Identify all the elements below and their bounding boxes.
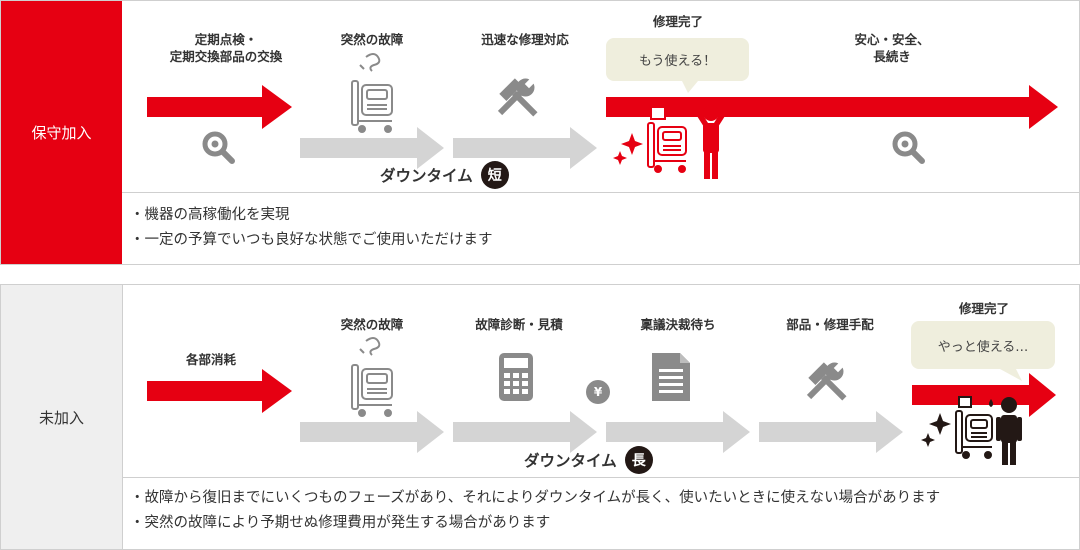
step-approval-label: 稟議決裁待ち <box>640 317 716 332</box>
downtime-arrow-1 <box>300 127 444 169</box>
calculator-icon <box>499 353 533 401</box>
step-repair-done-label: 修理完了 <box>958 301 1010 316</box>
tools-icon <box>497 76 538 117</box>
risk-notes: ・故障から復旧までにいくつものフェーズがあり、それによりダウンタイムが長く、使い… <box>122 477 1079 549</box>
document-icon <box>652 353 690 401</box>
repaired-machine-icon <box>955 396 993 459</box>
downtime-arrow-4 <box>759 411 903 453</box>
note-item: ・一定の予算でいつも良好な状態でご使用いただけます <box>130 232 493 248</box>
label-line: 安心・安全、 <box>854 32 930 47</box>
bubble-pointer <box>682 81 698 93</box>
label-line: 定期交換部品の交換 <box>169 49 283 64</box>
downtime-arrow-2 <box>453 411 597 453</box>
long-red-arrow <box>606 85 1058 129</box>
note-item: ・故障から復旧までにいくつものフェーズがあり、それによりダウンタイムが長く、使い… <box>130 490 941 506</box>
downtime-arrow-1 <box>300 411 444 453</box>
maintenance-plan-panel: 保守加入 <box>0 0 1080 265</box>
timeline-graphics <box>147 53 1058 179</box>
magnifier-icon <box>202 131 235 164</box>
step-quick-repair-label: 迅速な修理対応 <box>481 32 569 47</box>
step-diagnosis-label: 故障診断・見積 <box>475 317 563 332</box>
step-failure-label: 突然の故障 <box>340 317 404 332</box>
downtime-badge: 長 <box>624 446 653 474</box>
downtime-arrow-2 <box>453 127 597 169</box>
magnifier-icon <box>892 131 925 164</box>
downtime-label: ダウンタイム <box>524 452 617 470</box>
yen-icon: ¥ <box>586 380 610 404</box>
benefit-notes: ・機器の高稼働化を実現 ・一定の予算でいつも良好な状態でご使用いただけます <box>122 192 1079 264</box>
bubble-pointer <box>1000 369 1022 381</box>
end-red-arrow <box>912 373 1056 417</box>
step-repair-done-label: 修理完了 <box>652 14 704 29</box>
step-failure-label: 突然の故障 <box>340 32 404 47</box>
repaired-machine-icon <box>647 106 687 173</box>
step-inspection-label: 定期点検・ 定期交換部品の交換 <box>170 31 283 65</box>
tools-icon <box>806 360 847 401</box>
label-line: 定期点検・ <box>194 32 258 47</box>
timeline-graphics <box>147 337 1056 465</box>
step-parts-label: 部品・修理手配 <box>786 317 874 332</box>
step-peace-label: 安心・安全、 長続き <box>854 31 929 65</box>
sparkle-icon <box>613 151 627 165</box>
sparkle-icon <box>921 433 935 447</box>
downtime-indicator: ダウンタイム 長 <box>524 446 653 474</box>
timeline-diagram: 定期点検・ 定期交換部品の交換 突然の故障 迅速な修理対応 修理完了 安心・安全… <box>122 1 1079 194</box>
note-item: ・突然の故障により予期せぬ修理費用が発生する場合があります <box>130 515 551 531</box>
plan-label: 保守加入 <box>1 1 122 264</box>
downtime-indicator: ダウンタイム 短 <box>380 161 509 189</box>
broken-machine-icon <box>351 53 393 133</box>
plan-label: 未加入 <box>1 285 123 549</box>
no-plan-panel: 未加入 <box>0 284 1080 550</box>
step-wear-label: 各部消耗 <box>185 352 237 367</box>
downtime-label: ダウンタイム <box>380 167 473 185</box>
happy-person-icon <box>690 102 732 179</box>
timeline-diagram: 各部消耗 突然の故障 故障診断・見積 稟議決裁待ち 部品・修理手配 修理完了 ¥… <box>122 285 1079 479</box>
broken-machine-icon <box>351 337 393 417</box>
start-arrow <box>147 369 292 413</box>
downtime-badge: 短 <box>480 161 509 189</box>
downtime-arrow-3 <box>606 411 750 453</box>
speech-bubble: やっと使える… <box>911 321 1055 369</box>
start-arrow <box>147 85 292 129</box>
sparkle-icon <box>929 413 951 435</box>
speech-bubble: もう使える！ <box>606 38 749 81</box>
sparkle-icon <box>621 133 643 155</box>
label-line: 長続き <box>873 49 911 64</box>
tired-person-icon <box>989 397 1022 465</box>
note-item: ・機器の高稼働化を実現 <box>130 207 290 223</box>
